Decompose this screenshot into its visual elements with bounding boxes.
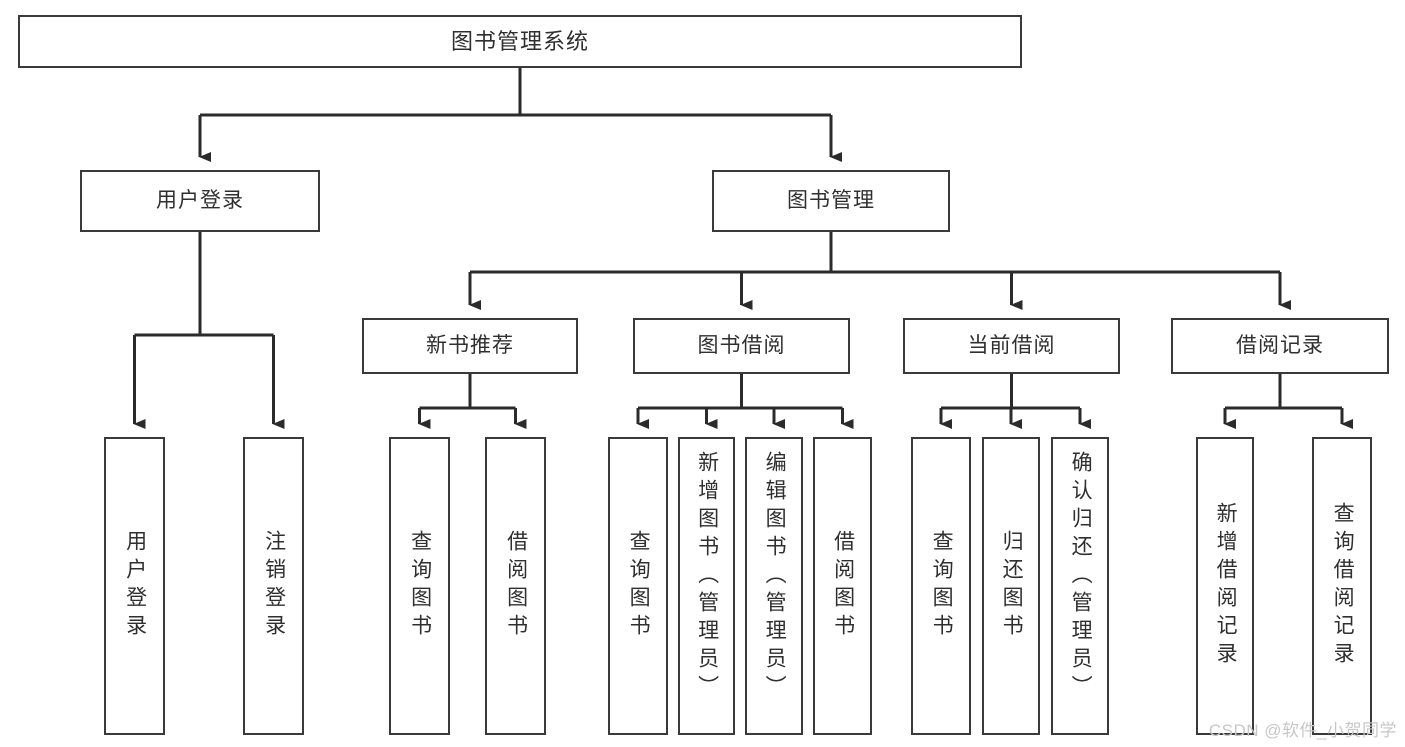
leaf-node-4[interactable]: 查询图书 — [608, 437, 668, 735]
level2-node-label: 图书借阅 — [697, 333, 786, 357]
leaf-node-0[interactable]: 用户登录 — [104, 437, 165, 735]
leaf-node-6[interactable]: 编辑图书（管理员） — [745, 437, 803, 735]
level2-node-2[interactable]: 当前借阅 — [903, 318, 1120, 374]
leaf-node-label: 新增借阅记录 — [1214, 502, 1238, 670]
level2-node-label: 借阅记录 — [1236, 333, 1324, 357]
leaf-node-1[interactable]: 注销登录 — [243, 437, 304, 735]
leaf-node-9[interactable]: 归还图书 — [982, 437, 1040, 735]
leaf-node-label: 查询图书 — [930, 530, 954, 642]
leaf-node-12[interactable]: 查询借阅记录 — [1312, 437, 1372, 735]
level1-node-label: 图书管理 — [787, 188, 875, 212]
leaf-node-label: 注销登录 — [262, 530, 286, 642]
leaf-node-label: 新增图书（管理员） — [695, 451, 719, 703]
leaf-node-2[interactable]: 查询图书 — [389, 437, 450, 735]
level1-node-label: 用户登录 — [156, 188, 244, 212]
leaf-node-8[interactable]: 查询图书 — [911, 437, 971, 735]
level2-node-0[interactable]: 新书推荐 — [362, 318, 578, 374]
level2-node-label: 新书推荐 — [426, 333, 514, 357]
leaf-node-label: 查询图书 — [408, 530, 432, 642]
leaf-node-7[interactable]: 借阅图书 — [813, 437, 872, 735]
level2-node-3[interactable]: 借阅记录 — [1171, 318, 1389, 374]
leaf-node-label: 编辑图书（管理员） — [763, 451, 787, 703]
leaf-node-label: 借阅图书 — [504, 530, 528, 642]
level1-node-0[interactable]: 用户登录 — [80, 170, 320, 232]
leaf-node-label: 确认归还（管理员） — [1069, 451, 1093, 703]
leaf-node-label: 查询图书 — [627, 530, 651, 642]
leaf-node-label: 用户登录 — [123, 530, 147, 642]
level2-node-label: 当前借阅 — [967, 333, 1056, 357]
root-node-label: 图书管理系统 — [450, 28, 589, 54]
leaf-node-label: 借阅图书 — [831, 530, 855, 642]
leaf-node-11[interactable]: 新增借阅记录 — [1196, 437, 1254, 735]
level1-node-1[interactable]: 图书管理 — [712, 170, 950, 232]
leaf-node-3[interactable]: 借阅图书 — [485, 437, 546, 735]
level2-node-1[interactable]: 图书借阅 — [633, 318, 850, 374]
leaf-node-label: 归还图书 — [1000, 530, 1024, 642]
root-node-0[interactable]: 图书管理系统 — [18, 15, 1022, 68]
leaf-node-10[interactable]: 确认归还（管理员） — [1051, 437, 1109, 735]
leaf-node-label: 查询借阅记录 — [1331, 502, 1355, 670]
leaf-node-5[interactable]: 新增图书（管理员） — [678, 437, 735, 735]
